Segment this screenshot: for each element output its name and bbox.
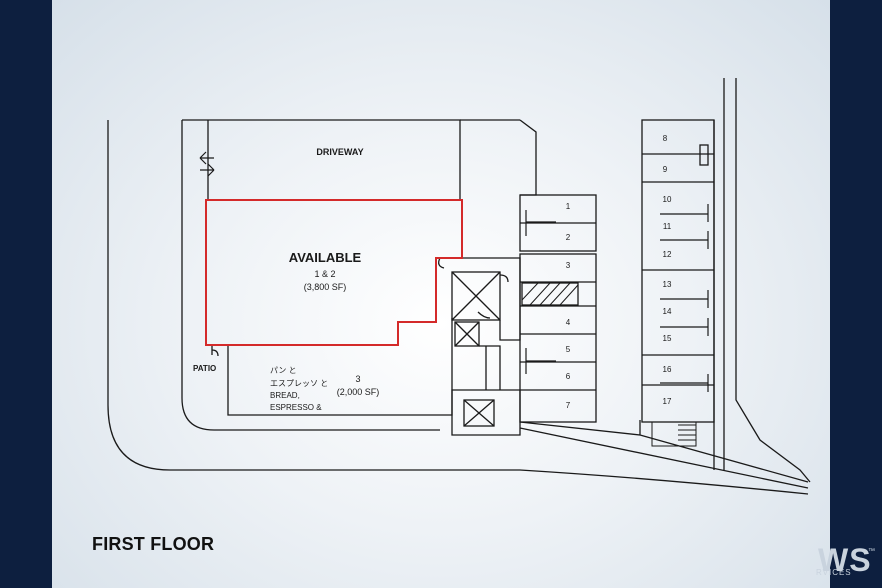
stall-17: 17 [663,397,672,406]
building-top [182,119,461,200]
stall-7: 7 [566,401,571,410]
core-elevator [454,321,480,347]
stall-3: 3 [566,261,571,270]
unit3-label: 3 [355,374,360,384]
tenant-line-1: パン と [270,366,297,375]
parking-col-b [519,253,597,423]
stall-14: 14 [663,307,672,316]
unit3-area-label: (2,000 SF) [337,387,380,397]
stall-6: 6 [566,372,571,381]
patio-label: PATIO [193,364,216,373]
right-border [830,0,882,588]
street-curb [107,120,809,495]
stall-12: 12 [663,250,672,259]
stall-1: 1 [566,202,571,211]
available-area-label: (3,800 SF) [304,282,347,292]
available-suite-outline [205,199,463,346]
tenant-line-2: エスプレッソ と [270,379,328,388]
stall-10: 10 [663,195,672,204]
logo-mark: WS [818,548,872,578]
stall-15: 15 [663,334,672,343]
stall-4: 4 [566,318,571,327]
street-edge-top [181,120,440,431]
available-label: AVAILABLE [289,250,362,265]
tenant-line-3: BREAD, [270,391,300,400]
stall-5: 5 [566,345,571,354]
courtyard-edge [519,119,537,196]
driveway-arrows [199,151,215,177]
logo-tm: ™ [868,548,875,555]
hatched-storage [521,282,579,306]
logo-tagline: RVICES [816,568,852,577]
page-title: FIRST FLOOR [92,534,215,554]
unit3-outline [227,318,453,416]
stall-8: 8 [663,134,668,143]
stall-9: 9 [663,165,668,174]
stall-13: 13 [663,280,672,289]
stall-16: 16 [663,365,672,374]
street-right [723,78,811,483]
left-border [0,0,52,588]
lower-core [451,389,521,436]
stall-11: 11 [663,222,672,231]
available-unit-label: 1 & 2 [314,269,335,279]
stall-2: 2 [566,233,571,242]
driveway-label: DRIVEWAY [316,147,363,157]
core-stair-1 [451,271,501,321]
company-logo: WS RVICES ™ [812,548,882,588]
exterior-stairs [651,421,697,447]
tenant-line-4: ESPRESSO & [270,403,322,412]
